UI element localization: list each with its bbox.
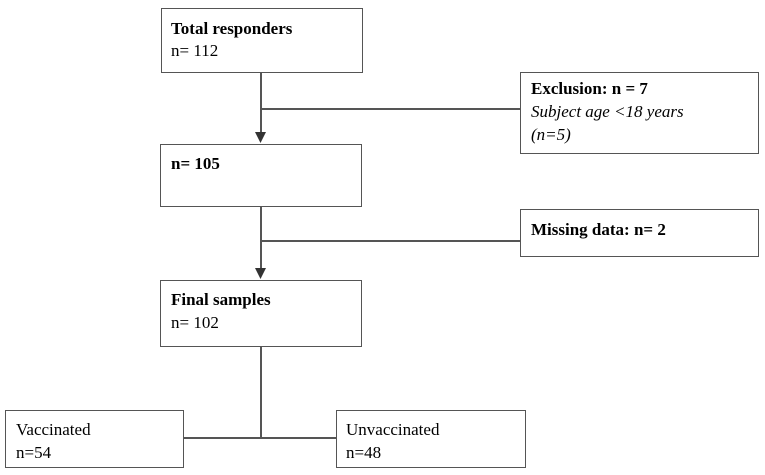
- connector-to-exclusion: [261, 108, 520, 110]
- connector-split: [184, 437, 336, 439]
- arrowhead-to-final: [255, 268, 266, 279]
- total-responders-count: n= 112: [171, 41, 219, 60]
- after-exclusion-box: [160, 144, 362, 207]
- vaccinated-title: Vaccinated: [16, 420, 91, 439]
- exclusion-title: Exclusion: n = 7: [531, 79, 648, 98]
- arrowhead-to-105: [255, 132, 266, 143]
- final-samples-title: Final samples: [171, 290, 271, 309]
- exclusion-detail-line1: Subject age <18 years: [531, 102, 684, 121]
- vaccinated-count: n=54: [16, 443, 52, 462]
- missing-data-box: [520, 209, 759, 257]
- unvaccinated-box: [336, 410, 526, 468]
- total-responders-title: Total responders: [171, 19, 293, 38]
- exclusion-detail-line2: (n=5): [531, 125, 571, 144]
- connector-final-down: [260, 346, 262, 438]
- connector-total-to-105: [260, 72, 262, 132]
- final-samples-count: n= 102: [171, 313, 219, 332]
- after-exclusion-title: n= 105: [171, 154, 220, 173]
- unvaccinated-count: n=48: [346, 443, 382, 462]
- total-responders-box: [161, 8, 363, 73]
- final-samples-box: [160, 280, 362, 347]
- exclusion-box: [520, 72, 759, 154]
- missing-data-title: Missing data: n= 2: [531, 220, 666, 239]
- vaccinated-box: [5, 410, 184, 468]
- connector-to-missing: [261, 240, 520, 242]
- connector-105-to-final: [260, 206, 262, 268]
- unvaccinated-title: Unvaccinated: [346, 420, 440, 439]
